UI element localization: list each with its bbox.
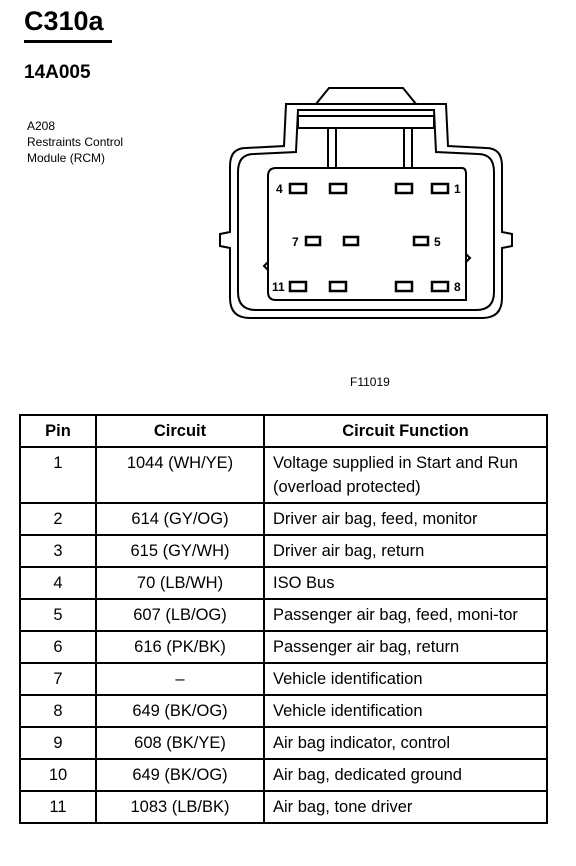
circuit-cell: 1083 (LB/BK) — [95, 790, 265, 824]
part-number: 14A005 — [24, 62, 91, 83]
pin-7 — [304, 235, 322, 247]
table-row: 7–Vehicle identification — [19, 662, 548, 696]
pin-6 — [342, 235, 360, 247]
pin-label: 7 — [292, 235, 299, 249]
pin-label: 5 — [434, 235, 441, 249]
header-circuit: Circuit — [95, 414, 265, 448]
circuit-cell: 1044 (WH/YE) — [95, 446, 265, 504]
pin-cell: 6 — [19, 630, 97, 664]
pin-4 — [288, 182, 308, 195]
lock-tab — [297, 115, 435, 129]
circuit-cell: 649 (BK/OG) — [95, 758, 265, 792]
pin-10 — [328, 280, 348, 293]
pin-cell: 8 — [19, 694, 97, 728]
circuit-cell: 614 (GY/OG) — [95, 502, 265, 536]
module-line: Restraints Control — [27, 135, 124, 149]
pin-label: 11 — [272, 280, 285, 294]
pin-label: 8 — [454, 280, 461, 294]
cavity-block-notch — [262, 253, 472, 271]
function-cell: Passenger air bag, return — [263, 630, 548, 664]
connector-inner-shell — [237, 109, 495, 311]
circuit-cell: 608 (BK/YE) — [95, 726, 265, 760]
pin-cell: 5 — [19, 598, 97, 632]
header-function: Circuit Function — [263, 414, 548, 448]
lock-tab-arm — [327, 128, 413, 168]
pin-label: 4 — [276, 182, 283, 196]
circuit-cell: 70 (LB/WH) — [95, 566, 265, 600]
pin-cell: 9 — [19, 726, 97, 760]
function-cell: Voltage supplied in Start and Run (overl… — [263, 446, 548, 504]
function-cell: Driver air bag, feed, monitor — [263, 502, 548, 536]
pin-cell: 7 — [19, 662, 97, 696]
function-cell: Air bag, tone driver — [263, 790, 548, 824]
pin-3 — [328, 182, 348, 195]
connector-latch — [315, 87, 417, 105]
connector-id: C310a — [24, 6, 104, 36]
pin-label: 1 — [454, 182, 461, 196]
pin-cell: 1 — [19, 446, 97, 504]
function-cell: Vehicle identification — [263, 694, 548, 728]
pin-8 — [430, 280, 450, 293]
pin-cell: 4 — [19, 566, 97, 600]
circuit-cell: 607 (LB/OG) — [95, 598, 265, 632]
pin-5 — [412, 235, 430, 247]
circuit-cell: – — [95, 662, 265, 696]
connector-outer-shell — [219, 103, 513, 319]
function-cell: Driver air bag, return — [263, 534, 548, 568]
circuit-cell: 615 (GY/WH) — [95, 534, 265, 568]
pin-11 — [288, 280, 308, 293]
function-cell: Passenger air bag, feed, moni-tor — [263, 598, 548, 632]
pin-cell: 10 — [19, 758, 97, 792]
function-cell: Vehicle identification — [263, 662, 548, 696]
pin-9 — [394, 280, 414, 293]
pin-table-header: Pin Circuit Circuit Function — [19, 414, 548, 448]
circuit-cell: 649 (BK/OG) — [95, 694, 265, 728]
title-underline — [24, 40, 112, 43]
module-line: A208 — [27, 119, 56, 133]
circuit-cell: 616 (PK/BK) — [95, 630, 265, 664]
function-cell: Air bag indicator, control — [263, 726, 548, 760]
pin-1 — [430, 182, 450, 195]
function-cell: ISO Bus — [263, 566, 548, 600]
pin-cell: 3 — [19, 534, 97, 568]
pin-cell: 11 — [19, 790, 97, 824]
pin-2 — [394, 182, 414, 195]
module-line: Module (RCM) — [27, 151, 106, 165]
cavity-block — [267, 167, 467, 301]
function-cell: Air bag, dedicated ground — [263, 758, 548, 792]
header-pin: Pin — [19, 414, 97, 448]
module-name: A208 Restraints Control Module (RCM) — [27, 118, 123, 166]
figure-id: F11019 — [350, 375, 390, 389]
pin-cell: 2 — [19, 502, 97, 536]
connector-face-diagram: 4 1 7 5 11 8 — [219, 87, 513, 319]
